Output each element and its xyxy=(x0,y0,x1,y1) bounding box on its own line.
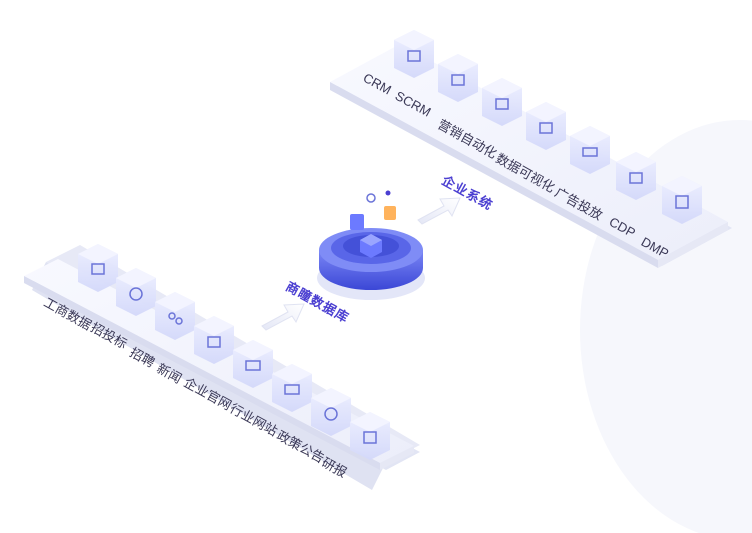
database-disk-icon xyxy=(317,190,425,300)
systems-platform xyxy=(330,44,732,268)
system-cubes xyxy=(394,30,702,224)
arrow-to-systems-icon xyxy=(417,197,461,225)
source-cubes xyxy=(78,244,390,460)
arrow-to-database-icon xyxy=(261,303,305,331)
